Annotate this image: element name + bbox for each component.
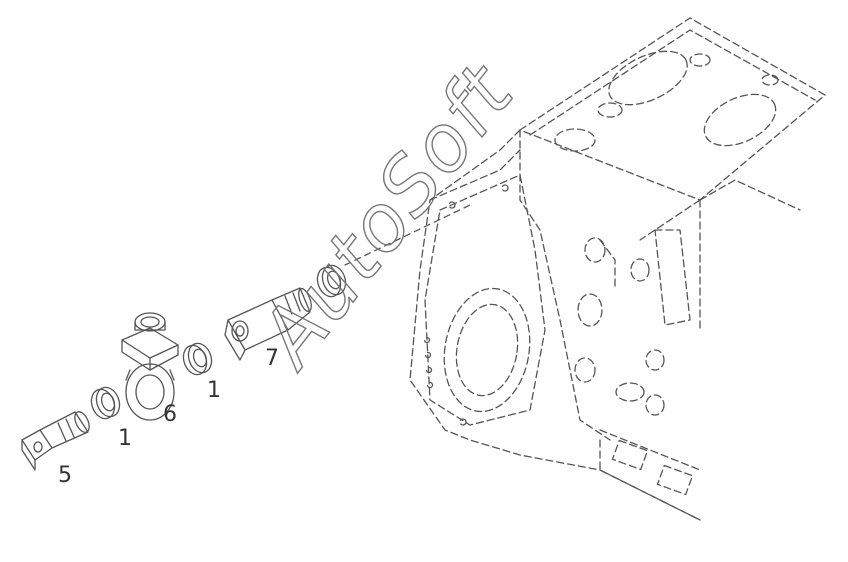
sealing-washer-icon — [316, 264, 347, 298]
sealing-washer-icon — [90, 386, 121, 420]
callout-part-7: 7 — [265, 346, 279, 371]
callout-part-6: 6 — [163, 402, 177, 427]
callout-part-1: 1 — [118, 426, 132, 451]
assembly-leader-line — [344, 204, 471, 266]
autosoft-watermark: AutoSoft — [240, 48, 533, 387]
banjo-fitting-icon — [121, 312, 179, 421]
callout-part-1: 1 — [207, 378, 221, 403]
banjo-bolt-icon — [21, 411, 90, 471]
callout-part-5: 5 — [58, 463, 72, 488]
engine-block-icon — [409, 17, 826, 521]
hose-adapter-icon — [224, 287, 312, 361]
svg-text:AutoSoft: AutoSoft — [241, 48, 532, 385]
sealing-washer-icon — [182, 342, 213, 376]
